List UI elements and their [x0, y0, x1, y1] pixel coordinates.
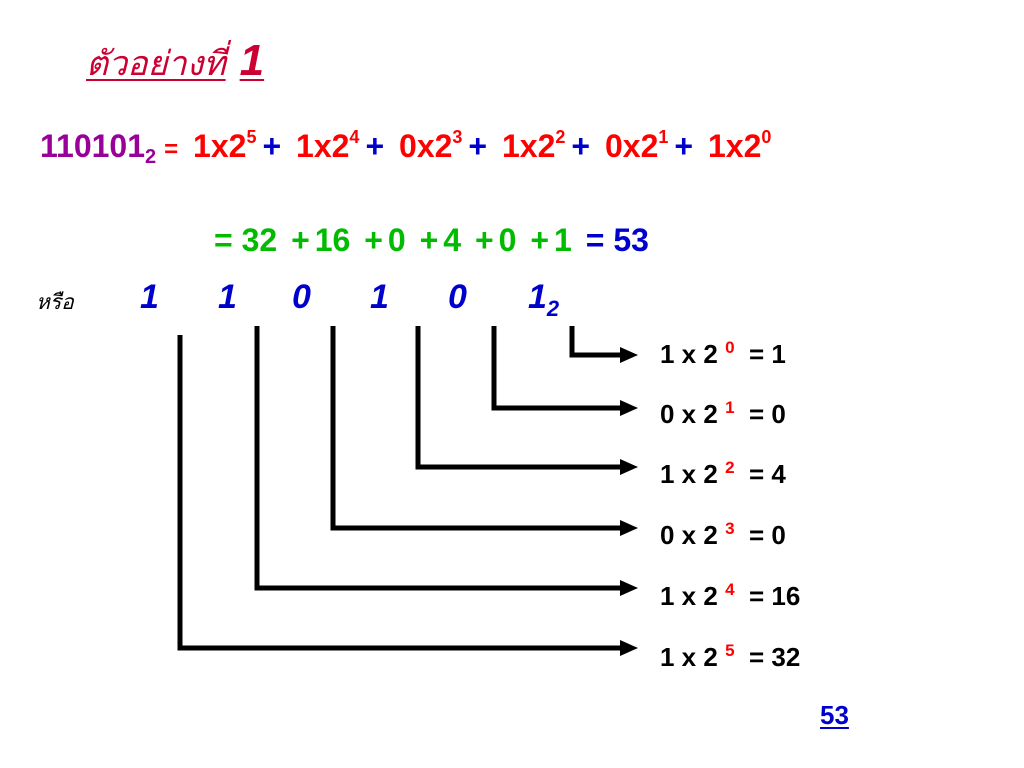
breakdown-row-bit4: 1 x 2 4 = 16	[660, 580, 801, 611]
sum-value: 0	[498, 222, 517, 258]
digit-bit1: 0	[448, 278, 467, 316]
plus-sign: +	[419, 222, 439, 258]
connector-bit0	[569, 326, 622, 358]
breakdown-row-bit3: 0 x 2 3 = 0	[660, 519, 786, 550]
plus-sign: +	[291, 222, 310, 258]
sum-equation: = 32 +16 +0 +4 +0 +1 = 53	[214, 222, 654, 259]
term-5: 1x25	[193, 127, 257, 164]
sum-value: 32	[241, 222, 278, 258]
or-label: หรือ	[36, 290, 74, 314]
digits-base: 2	[546, 296, 560, 321]
equals-sign: =	[164, 136, 179, 163]
digit-bit5: 1	[140, 278, 159, 316]
term-2: 1x22	[502, 127, 566, 164]
total-sum: 53	[820, 700, 849, 730]
term-3: 0x23	[399, 127, 463, 164]
exponent: 2	[725, 458, 735, 477]
plus-sign: +	[364, 222, 383, 258]
breakdown-row-bit2: 1 x 2 2 = 4	[660, 458, 786, 489]
sum-result: = 53	[585, 222, 649, 258]
connector-bit2	[415, 326, 622, 470]
breakdown-row-bit1: 0 x 2 1 = 0	[660, 398, 786, 429]
connector-bit4	[254, 326, 622, 591]
plus-sign: +	[674, 128, 694, 164]
plus-sign: +	[365, 128, 385, 164]
connector-bit1	[491, 326, 622, 411]
plus-sign: +	[474, 222, 494, 258]
digit-bit4: 1	[218, 278, 237, 316]
expansion-equation: 1101012= 1x25+ 1x24+ 0x23+ 1x22+ 0x21+ 1…	[40, 127, 771, 169]
arrowhead-bit0	[620, 347, 638, 363]
exponent: 4	[725, 580, 735, 599]
connector-bit5	[177, 335, 622, 651]
plus-sign: +	[530, 222, 550, 258]
arrowhead-bit5	[620, 640, 638, 656]
title-number: 1	[239, 36, 265, 85]
binary-number: 1101012	[40, 128, 157, 168]
connector-bit3	[330, 326, 622, 531]
sum-value: 1	[554, 222, 572, 258]
arrowhead-bit4	[620, 580, 638, 596]
exponent: 0	[725, 338, 735, 357]
sum-value: 4	[443, 222, 462, 258]
arrowhead-bit3	[620, 520, 638, 536]
page-title: ตัวอย่างที่ 1	[86, 36, 264, 90]
exponent: 3	[725, 519, 735, 538]
exponent: 5	[725, 641, 735, 660]
arrowhead-bit1	[620, 400, 638, 416]
equals-sign: =	[214, 222, 233, 258]
breakdown-row-bit0: 1 x 2 0 = 1	[660, 338, 786, 369]
title-thai: ตัวอย่างที่	[86, 44, 226, 84]
plus-sign: +	[262, 128, 282, 164]
digit-bit0: 12	[528, 278, 560, 321]
binary-base: 2	[145, 146, 157, 168]
term-0: 1x20	[707, 127, 772, 164]
arrowhead-bit2	[620, 459, 638, 475]
plus-sign: +	[468, 128, 488, 164]
breakdown-row-bit5: 1 x 2 5 = 32	[660, 641, 801, 672]
sum-value: 16	[314, 222, 351, 258]
term-4: 1x24	[296, 127, 360, 164]
plus-sign: +	[571, 128, 591, 164]
sum-value: 0	[387, 222, 406, 258]
exponent: 1	[725, 398, 735, 417]
digit-bit2: 1	[370, 278, 389, 316]
digit-bit3: 0	[292, 278, 311, 316]
term-1: 0x21	[604, 127, 669, 164]
